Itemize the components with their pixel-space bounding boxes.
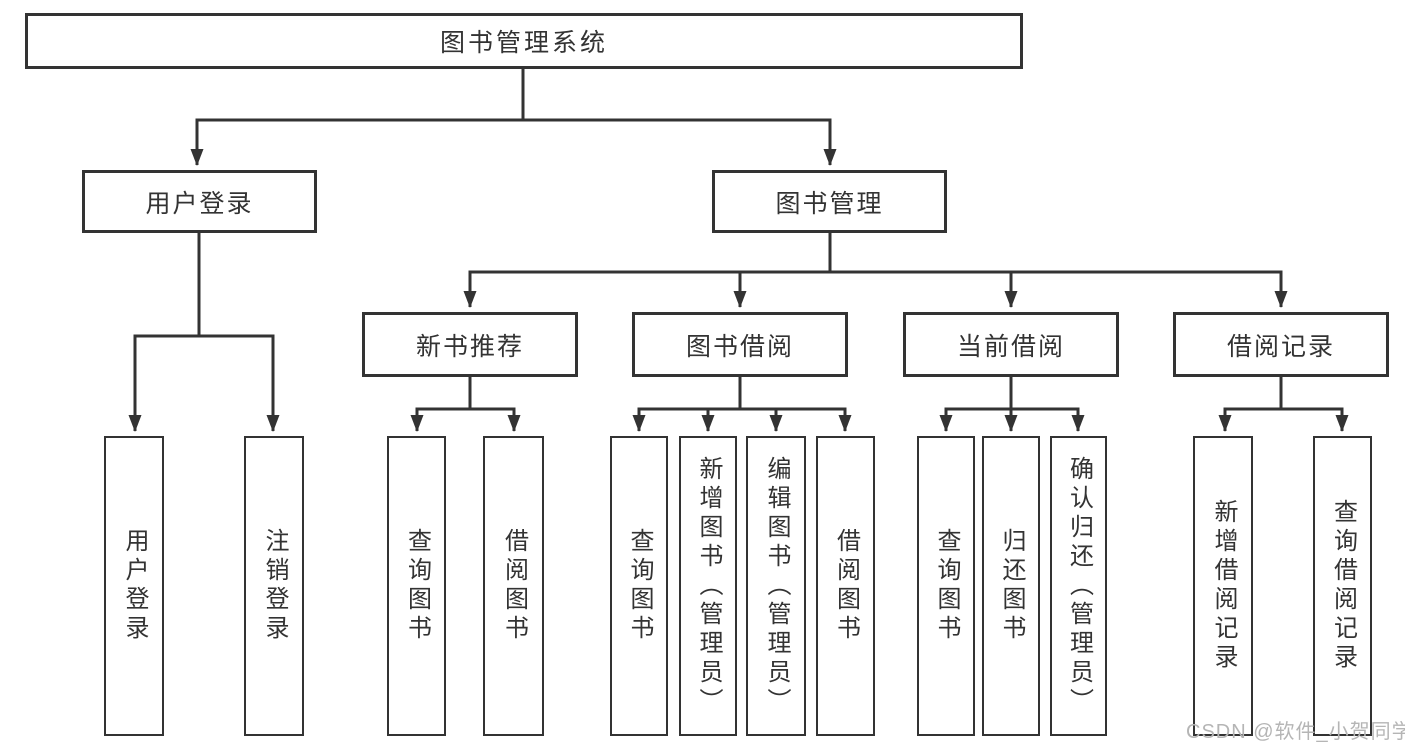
- leaf-user-login: 用户登录: [104, 436, 164, 736]
- node-book-management: 图书管理: [712, 170, 947, 233]
- leaf-add-book-admin: 新增图书（管理员）: [679, 436, 737, 736]
- csdn-watermark: CSDN @软件_小贺同学: [1186, 721, 1405, 743]
- leaf-borrow-book-1: 借阅图书: [483, 436, 544, 736]
- leaf-edit-book-admin: 编辑图书（管理员）: [746, 436, 806, 736]
- leaf-query-borrow-record: 查询借阅记录: [1313, 436, 1372, 736]
- node-borrow-record: 借阅记录: [1173, 312, 1389, 377]
- node-current-borrow: 当前借阅: [903, 312, 1119, 377]
- leaf-query-book-2: 查询图书: [610, 436, 668, 736]
- leaf-query-book-1: 查询图书: [387, 436, 446, 736]
- leaf-borrow-book-2: 借阅图书: [816, 436, 875, 736]
- leaf-query-book-3: 查询图书: [917, 436, 975, 736]
- leaf-return-book: 归还图书: [982, 436, 1040, 736]
- node-root-library-system: 图书管理系统: [25, 13, 1023, 69]
- node-new-book-recommend: 新书推荐: [362, 312, 578, 377]
- leaf-logout: 注销登录: [244, 436, 304, 736]
- leaf-confirm-return-admin: 确认归还（管理员）: [1050, 436, 1107, 736]
- node-user-login: 用户登录: [82, 170, 317, 233]
- node-book-borrow: 图书借阅: [632, 312, 848, 377]
- leaf-add-borrow-record: 新增借阅记录: [1193, 436, 1253, 736]
